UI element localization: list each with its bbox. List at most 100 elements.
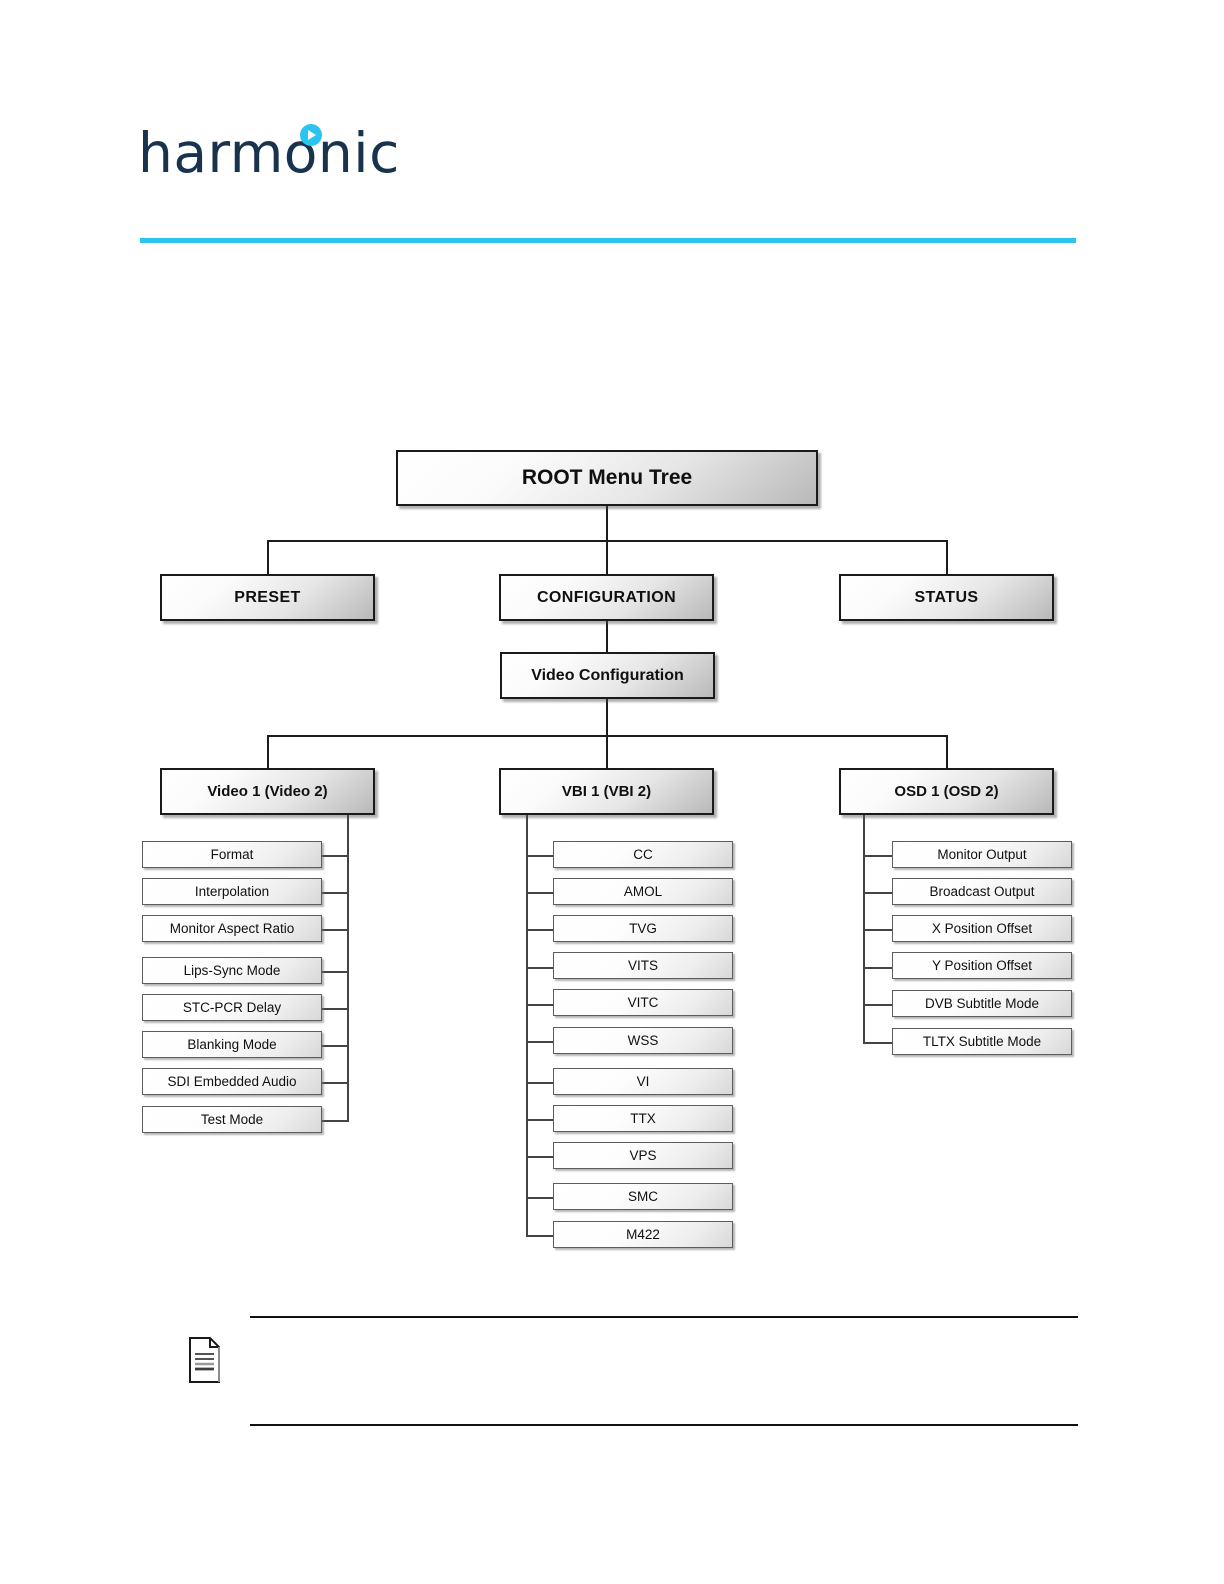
page-header: harmonic bbox=[0, 0, 1224, 260]
connector-level2-bus bbox=[267, 540, 948, 542]
connector-vbi-stub-5 bbox=[526, 1041, 553, 1043]
connector-video-stub-4 bbox=[322, 1008, 348, 1010]
connector-vbi-stub-4 bbox=[526, 1004, 553, 1006]
leaf-label: Broadcast Output bbox=[929, 884, 1035, 899]
node-label: STATUS bbox=[914, 588, 979, 606]
connector-vbi-stub-3 bbox=[526, 967, 553, 969]
leaf-label: Blanking Mode bbox=[187, 1037, 277, 1052]
connector-video-stub-5 bbox=[322, 1045, 348, 1047]
connector-video-stub-2 bbox=[322, 929, 348, 931]
node-video-configuration: Video Configuration bbox=[500, 652, 715, 699]
connector-video-config-drop bbox=[606, 699, 608, 768]
node-vbi-1-vbi-2: VBI 1 (VBI 2) bbox=[499, 768, 714, 815]
connector-vbi-spine bbox=[526, 812, 528, 1237]
connector-osd-spine bbox=[863, 812, 865, 1044]
connector-vbi-stub-2 bbox=[526, 929, 553, 931]
leaf-ttx: TTX bbox=[553, 1105, 733, 1132]
leaf-label: Monitor Aspect Ratio bbox=[169, 921, 295, 936]
connector-level2-drop-preset bbox=[267, 540, 269, 574]
leaf-label: Lips-Sync Mode bbox=[183, 963, 281, 978]
node-osd-1-osd-2: OSD 1 (OSD 2) bbox=[839, 768, 1054, 815]
connector-level4-bus bbox=[267, 735, 948, 737]
node-label: VBI 1 (VBI 2) bbox=[561, 783, 652, 800]
play-dot-icon bbox=[300, 124, 322, 146]
node-root-menu-tree: ROOT Menu Tree bbox=[396, 450, 818, 506]
connector-video-spine bbox=[347, 812, 349, 1122]
leaf-test-mode: Test Mode bbox=[142, 1106, 322, 1133]
leaf-vitc: VITC bbox=[553, 989, 733, 1016]
connector-vbi-stub-6 bbox=[526, 1082, 553, 1084]
connector-osd-stub-5 bbox=[863, 1042, 892, 1044]
note-rule-bottom bbox=[250, 1424, 1078, 1426]
node-preset: PRESET bbox=[160, 574, 375, 621]
leaf-label: SDI Embedded Audio bbox=[167, 1074, 297, 1089]
leaf-label: TLTX Subtitle Mode bbox=[922, 1034, 1042, 1049]
leaf-blanking-mode: Blanking Mode bbox=[142, 1031, 322, 1058]
node-status: STATUS bbox=[839, 574, 1054, 621]
connector-vbi-stub-1 bbox=[526, 892, 553, 894]
leaf-wss: WSS bbox=[553, 1027, 733, 1054]
connector-video-stub-3 bbox=[322, 971, 348, 973]
leaf-vi: VI bbox=[553, 1068, 733, 1095]
leaf-label: Format bbox=[210, 847, 254, 862]
leaf-label: CC bbox=[633, 847, 653, 862]
note-rule-top bbox=[250, 1316, 1078, 1318]
leaf-label: Y Position Offset bbox=[931, 958, 1033, 973]
connector-vbi-stub-8 bbox=[526, 1156, 553, 1158]
leaf-format: Format bbox=[142, 841, 322, 868]
leaf-tvg: TVG bbox=[553, 915, 733, 942]
leaf-tltx-subtitle-mode: TLTX Subtitle Mode bbox=[892, 1028, 1072, 1055]
connector-osd-stub-3 bbox=[863, 967, 892, 969]
leaf-label: VITS bbox=[627, 958, 658, 973]
leaf-label: Test Mode bbox=[200, 1112, 264, 1127]
node-label: Video Configuration bbox=[531, 666, 684, 684]
connector-video-stub-6 bbox=[322, 1082, 348, 1084]
leaf-label: WSS bbox=[627, 1033, 659, 1048]
connector-osd-stub-2 bbox=[863, 929, 892, 931]
leaf-interpolation: Interpolation bbox=[142, 878, 322, 905]
connector-video-stub-0 bbox=[322, 855, 348, 857]
note-document-icon bbox=[188, 1336, 222, 1384]
connector-level4-drop-video bbox=[267, 735, 269, 768]
connector-video-stub-1 bbox=[322, 892, 348, 894]
connector-vbi-stub-10 bbox=[526, 1235, 553, 1237]
node-label: ROOT Menu Tree bbox=[521, 466, 693, 489]
leaf-y-position-offset: Y Position Offset bbox=[892, 952, 1072, 979]
leaf-label: VI bbox=[636, 1074, 650, 1089]
node-configuration: CONFIGURATION bbox=[499, 574, 714, 621]
harmonic-logo: harmonic bbox=[138, 118, 400, 188]
leaf-smc: SMC bbox=[553, 1183, 733, 1210]
connector-level4-drop-osd bbox=[946, 735, 948, 768]
connector-vbi-stub-9 bbox=[526, 1197, 553, 1199]
leaf-vps: VPS bbox=[553, 1142, 733, 1169]
leaf-lips-sync-mode: Lips-Sync Mode bbox=[142, 957, 322, 984]
leaf-monitor-aspect-ratio: Monitor Aspect Ratio bbox=[142, 915, 322, 942]
leaf-vits: VITS bbox=[553, 952, 733, 979]
node-video-1-video-2: Video 1 (Video 2) bbox=[160, 768, 375, 815]
leaf-label: SMC bbox=[628, 1189, 658, 1204]
connector-level2-drop-status bbox=[946, 540, 948, 574]
leaf-label: X Position Offset bbox=[931, 921, 1033, 936]
connector-osd-stub-4 bbox=[863, 1004, 892, 1006]
leaf-monitor-output: Monitor Output bbox=[892, 841, 1072, 868]
leaf-stc-pcr-delay: STC-PCR Delay bbox=[142, 994, 322, 1021]
header-divider bbox=[140, 238, 1076, 243]
node-label: OSD 1 (OSD 2) bbox=[894, 783, 999, 800]
leaf-label: DVB Subtitle Mode bbox=[924, 996, 1040, 1011]
node-label: CONFIGURATION bbox=[536, 588, 677, 606]
leaf-dvb-subtitle-mode: DVB Subtitle Mode bbox=[892, 990, 1072, 1017]
leaf-label: Interpolation bbox=[194, 884, 270, 899]
connector-vbi-stub-7 bbox=[526, 1119, 553, 1121]
leaf-amol: AMOL bbox=[553, 878, 733, 905]
node-label: PRESET bbox=[234, 588, 301, 606]
leaf-label: Monitor Output bbox=[937, 847, 1027, 862]
leaf-label: TTX bbox=[630, 1111, 656, 1126]
leaf-label: TVG bbox=[629, 921, 657, 936]
logo-wordmark: harmonic bbox=[138, 121, 400, 185]
leaf-m422: M422 bbox=[553, 1221, 733, 1248]
leaf-label: STC-PCR Delay bbox=[182, 1000, 282, 1015]
leaf-sdi-embedded-audio: SDI Embedded Audio bbox=[142, 1068, 322, 1095]
note-block bbox=[178, 1316, 1078, 1426]
leaf-label: M422 bbox=[626, 1227, 660, 1242]
